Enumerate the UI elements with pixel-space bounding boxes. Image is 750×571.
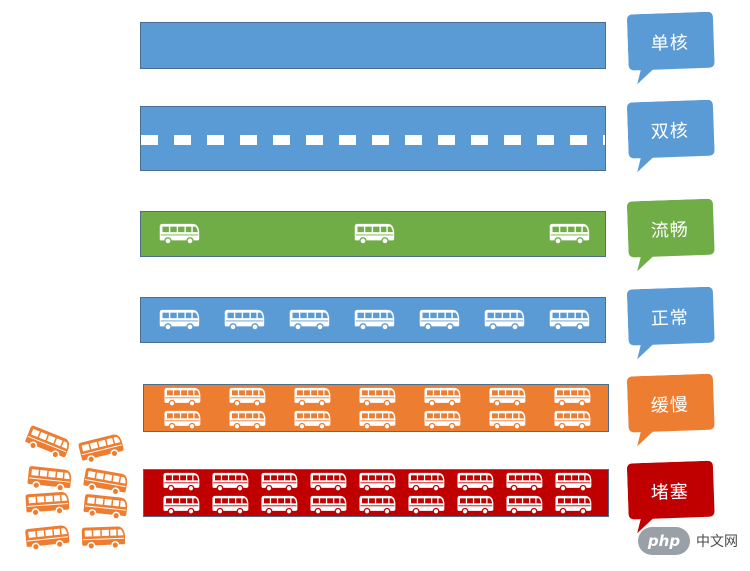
- bus-icon: [256, 472, 302, 492]
- speech-bubble-label: 正常: [626, 286, 719, 361]
- bus-icon: [158, 387, 206, 407]
- bus-icon: [483, 410, 531, 430]
- watermark-text: 中文网: [696, 534, 738, 550]
- bus-icon: [79, 492, 131, 521]
- bus-icon: [550, 495, 596, 515]
- speech-bubble-icon: [626, 198, 715, 272]
- bus-icon: [548, 387, 596, 407]
- lane-label: 双核: [650, 120, 690, 143]
- bus-icon: [403, 472, 449, 492]
- bus-icon: [155, 223, 203, 245]
- bus-icon: [223, 387, 271, 407]
- bus-icon: [354, 495, 400, 515]
- bus-icon: [21, 490, 73, 517]
- speech-bubble-label: 堵塞: [626, 460, 719, 535]
- bus-icon: [155, 309, 203, 331]
- bus-icon: [288, 387, 336, 407]
- speech-bubble-icon: [626, 286, 715, 360]
- bus-icon: [74, 431, 128, 466]
- bus-icon: [285, 309, 333, 331]
- speech-bubble-icon: [626, 11, 715, 85]
- road-lane: [143, 469, 609, 517]
- bus-icon: [550, 472, 596, 492]
- bus-icon: [452, 472, 498, 492]
- bus-icon: [418, 410, 466, 430]
- bus-icon: [78, 525, 129, 551]
- lane-divider-dashes: [141, 134, 605, 145]
- bus-icon: [418, 387, 466, 407]
- lane-label: 堵塞: [650, 481, 690, 504]
- bus-icon: [207, 472, 253, 492]
- bus-icon: [21, 523, 73, 552]
- speech-bubble-label: 流畅: [626, 198, 719, 273]
- bus-icon: [158, 472, 204, 492]
- bus-icon: [501, 495, 547, 515]
- bus-icon: [350, 223, 398, 245]
- lane-label: 单核: [650, 32, 690, 55]
- speech-bubble-label: 缓慢: [626, 373, 719, 448]
- bus-icon: [220, 309, 268, 331]
- speech-bubble-icon: [626, 460, 715, 534]
- bus-icon: [403, 495, 449, 515]
- speech-bubble-label: 双核: [626, 99, 719, 174]
- bus-icon: [207, 495, 253, 515]
- speech-bubble-label: 单核: [626, 11, 719, 86]
- bus-icon: [158, 410, 206, 430]
- road-lane: [143, 384, 609, 432]
- bus-icon: [350, 309, 398, 331]
- bus-icon: [19, 423, 74, 464]
- road-lane: [140, 211, 606, 257]
- php-logo: php: [638, 527, 690, 555]
- lane-label: 正常: [650, 307, 690, 330]
- bus-icon: [353, 387, 401, 407]
- road-lane: [140, 297, 606, 343]
- road-lane: [140, 106, 606, 171]
- bus-icon: [415, 309, 463, 331]
- bus-icon: [480, 309, 528, 331]
- bus-icon: [501, 472, 547, 492]
- bus-icon: [305, 472, 351, 492]
- bus-icon: [23, 464, 75, 493]
- bus-icon: [545, 223, 593, 245]
- road-lane: [140, 22, 606, 69]
- bus-icon: [288, 410, 336, 430]
- bus-icon: [256, 495, 302, 515]
- bus-icon: [545, 309, 593, 331]
- bus-icon: [353, 410, 401, 430]
- bus-icon: [158, 495, 204, 515]
- watermark: php 中文网: [638, 527, 738, 555]
- bus-icon: [305, 495, 351, 515]
- bus-icon: [483, 387, 531, 407]
- lane-label: 缓慢: [650, 394, 690, 417]
- lane-label: 流畅: [650, 219, 690, 242]
- speech-bubble-icon: [626, 99, 715, 173]
- bus-icon: [548, 410, 596, 430]
- bus-icon: [452, 495, 498, 515]
- bus-icon: [223, 410, 271, 430]
- speech-bubble-icon: [626, 373, 715, 447]
- bus-icon: [354, 472, 400, 492]
